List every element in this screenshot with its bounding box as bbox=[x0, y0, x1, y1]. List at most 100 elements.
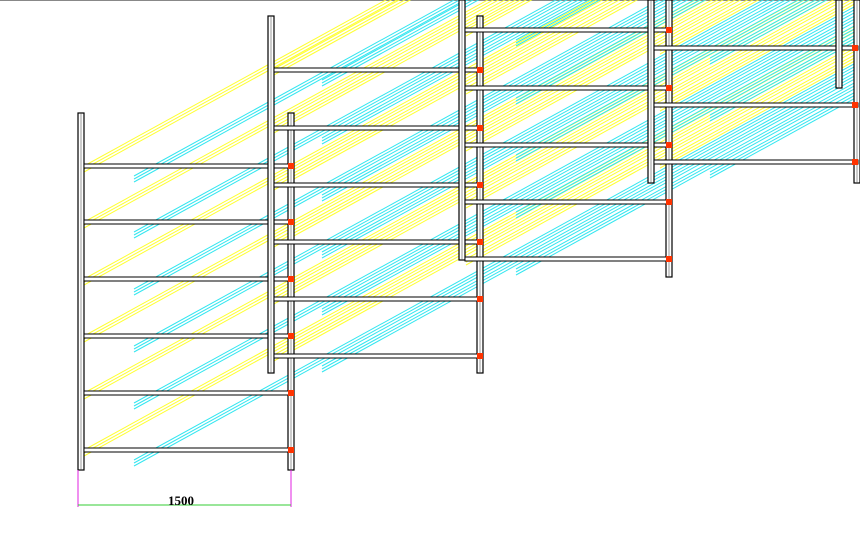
yellow-line-f2-2 bbox=[83, 0, 604, 286]
frame1-beam-5-connector bbox=[288, 447, 294, 453]
frame3-beam-2-connector bbox=[666, 142, 672, 148]
yellow-line-f1-2 bbox=[83, 0, 500, 229]
frame3-beam-4-connector bbox=[666, 256, 672, 262]
cyan-line-s1-0 bbox=[321, 0, 574, 139]
yellow-line-t3-1 bbox=[465, 0, 840, 206]
cyan-line-s1-1 bbox=[321, 0, 580, 142]
frame2-beam-2 bbox=[273, 182, 484, 188]
cyan-line-f2-0 bbox=[133, 0, 661, 290]
cyan-line-f2-2 bbox=[133, 0, 672, 296]
frame2-beam-1 bbox=[273, 125, 484, 131]
frame1-beam-3-connector bbox=[288, 333, 294, 339]
frame1-beam-4 bbox=[83, 390, 295, 396]
cyan-line-s3-2 bbox=[321, 0, 793, 259]
frame4-beam-0 bbox=[653, 45, 859, 51]
frame1-beam-3 bbox=[83, 333, 295, 339]
frame1-beam-5 bbox=[83, 447, 295, 453]
cyan-line-f5-2 bbox=[133, 66, 860, 467]
frame4-beam-1 bbox=[653, 102, 859, 108]
yellow-line-s1-0 bbox=[271, 0, 506, 129]
cyan-line-f4-2 bbox=[133, 9, 860, 410]
yellow-line-f2-1 bbox=[83, 0, 598, 283]
cyan-line-f0-1 bbox=[133, 0, 461, 180]
cyan-line-f3-2 bbox=[133, 0, 776, 353]
frame3-beam-0-connector bbox=[666, 27, 672, 33]
frame4-beam-1-connector bbox=[852, 102, 858, 108]
frame2-beam-5 bbox=[273, 353, 484, 359]
yellow-line-t2-2 bbox=[465, 0, 742, 152]
cyan-line-s5-1 bbox=[321, 72, 860, 370]
cyan-line-f5-0 bbox=[133, 60, 860, 461]
yellow-line-t3-2 bbox=[465, 0, 846, 209]
cyan-line-s5-2 bbox=[321, 75, 860, 373]
frame1-beam-1 bbox=[83, 219, 295, 225]
frame2-beam-3-connector bbox=[477, 239, 483, 245]
frame3-beam-1 bbox=[464, 85, 673, 91]
frame4-beam-2-connector bbox=[852, 159, 858, 165]
cyan-line-s0-2 bbox=[321, 0, 480, 87]
yellow-line-t4-0 bbox=[465, 41, 860, 260]
frame3-beam-3-connector bbox=[666, 199, 672, 205]
cyan-line-f4-0 bbox=[133, 3, 860, 404]
cyan-line-s4-1 bbox=[321, 15, 860, 313]
cyan-line-s2-0 bbox=[321, 0, 678, 196]
yellow-line-t2-1 bbox=[465, 0, 737, 149]
frame2-beam-0 bbox=[273, 67, 484, 73]
yellow-line-s2-2 bbox=[271, 0, 621, 192]
yellow-line-q1-0 bbox=[659, 0, 852, 106]
frame2-beam-4 bbox=[273, 296, 484, 302]
cyan-line-s2-2 bbox=[321, 0, 689, 202]
cyan-line-f1-2 bbox=[133, 0, 568, 239]
frame3-beam-2 bbox=[464, 142, 673, 148]
yellow-line-s3-1 bbox=[271, 0, 719, 246]
yellow-line-t3-0 bbox=[465, 0, 835, 203]
cyan-line-s3-1 bbox=[321, 0, 787, 256]
yellow-line-s2-0 bbox=[271, 0, 610, 186]
cyan-line-s1-2 bbox=[321, 0, 585, 145]
frame2-beam-1-connector bbox=[477, 125, 483, 131]
frame1-beam-2-connector bbox=[288, 276, 294, 282]
frame1-beam-2 bbox=[83, 276, 295, 282]
yellow-line-s3-2 bbox=[271, 0, 724, 249]
frame1-beam-0 bbox=[83, 163, 295, 169]
yellow-line-f0-0 bbox=[83, 0, 387, 167]
frame2-beam-5-connector bbox=[477, 353, 483, 359]
frame1-beam-4-connector bbox=[288, 390, 294, 396]
yellow-line-q2-2 bbox=[659, 57, 860, 169]
frame3-beam-1-connector bbox=[666, 85, 672, 91]
yellow-line-q1-2 bbox=[659, 0, 860, 112]
cyan-line-s2-1 bbox=[321, 0, 684, 199]
frame4-beam-2 bbox=[653, 159, 859, 165]
frame1-beam-0-connector bbox=[288, 163, 294, 169]
frame3-beam-4 bbox=[464, 256, 673, 262]
yellow-line-t1-0 bbox=[465, 0, 628, 89]
yellow-line-f1-1 bbox=[83, 0, 495, 226]
yellow-line-f1-0 bbox=[83, 0, 489, 223]
frame2-beam-4-connector bbox=[477, 296, 483, 302]
yellow-line-q2-1 bbox=[659, 54, 860, 166]
yellow-line-q2-0 bbox=[659, 51, 860, 163]
cyan-line-f3-0 bbox=[133, 0, 765, 347]
cyan-line-f1-0 bbox=[133, 0, 557, 233]
cyan-line-f5-1 bbox=[133, 63, 860, 464]
frame2-beam-0-connector bbox=[477, 67, 483, 73]
cyan-line-s4-0 bbox=[321, 12, 860, 310]
yellow-line-t1-1 bbox=[465, 0, 633, 92]
frame2-beam-2-connector bbox=[477, 182, 483, 188]
cyan-line-s5-0 bbox=[321, 69, 860, 367]
frame1-beam-1-connector bbox=[288, 219, 294, 225]
yellow-line-t4-1 bbox=[465, 44, 860, 263]
yellow-line-f0-2 bbox=[83, 0, 398, 173]
yellow-line-f0-1 bbox=[83, 0, 393, 170]
cyan-line-f3-1 bbox=[133, 0, 770, 350]
rack-frames bbox=[77, 0, 860, 471]
yellow-line-t1-2 bbox=[465, 0, 638, 95]
frame4-beam-0-connector bbox=[852, 45, 858, 51]
cyan-line-f1-1 bbox=[133, 0, 563, 236]
dimension-annotation: 1500 bbox=[77, 470, 292, 508]
cyan-line-s3-0 bbox=[321, 0, 782, 253]
cyan-line-f0-0 bbox=[133, 0, 456, 177]
yellow-line-s1-1 bbox=[271, 0, 512, 132]
yellow-line-s3-0 bbox=[271, 0, 714, 243]
